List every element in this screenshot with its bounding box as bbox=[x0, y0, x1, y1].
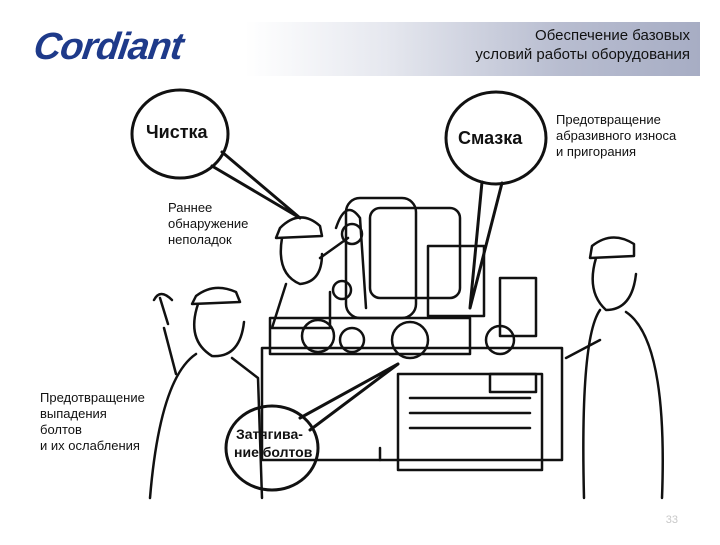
worker-cleaning bbox=[270, 216, 364, 330]
cartoon-drawing bbox=[130, 88, 664, 500]
label-early-detection: Раннее обнаружение неполадок bbox=[168, 200, 248, 248]
label-bolts-line-4: и их ослабления bbox=[40, 438, 140, 453]
label-bolts-line-1: Предотвращение bbox=[40, 390, 145, 405]
label-bolts-line-2: выпадения bbox=[40, 406, 107, 421]
lubrication-bubble-tail bbox=[468, 180, 504, 310]
label-abrasion-prevention: Предотвращение абразивного износа и приг… bbox=[556, 112, 676, 160]
tightening-bubble-text-line-1: Затягива- bbox=[236, 426, 303, 442]
label-bolt-prevention: Предотвращение выпадения болтов и их осл… bbox=[40, 390, 145, 454]
label-early-line-3: неполадок bbox=[168, 232, 232, 247]
label-abrasion-line-3: и пригорания bbox=[556, 144, 637, 159]
slide-title-line-2: условий работы оборудования bbox=[475, 46, 690, 63]
worker-with-wrench bbox=[148, 286, 264, 500]
label-early-line-2: обнаружение bbox=[168, 216, 249, 231]
slide-title: Обеспечение базовых условий работы обору… bbox=[475, 26, 690, 64]
header-gradient-band bbox=[0, 22, 700, 76]
cleaning-bubble bbox=[130, 88, 230, 180]
tightening-bubble-text-line-2: ние болтов bbox=[234, 444, 313, 460]
machine bbox=[260, 196, 564, 472]
tightening-bubble bbox=[224, 404, 320, 492]
tightening-bubble-tail bbox=[298, 362, 400, 432]
cleaning-bubble-text: Чистка bbox=[146, 122, 208, 142]
label-bolts-line-3: болтов bbox=[40, 422, 82, 437]
lubrication-bubble bbox=[444, 90, 548, 186]
page-number: 33 bbox=[665, 514, 678, 526]
label-abrasion-line-2: абразивного износа bbox=[556, 128, 677, 143]
maintenance-illustration: Чистка Смазка Затягива- ние болтов Ранне… bbox=[0, 78, 720, 540]
worker-right bbox=[564, 236, 664, 500]
slide-title-line-1: Обеспечение базовых bbox=[535, 27, 690, 44]
label-early-line-1: Раннее bbox=[168, 200, 213, 215]
lubrication-bubble-text: Смазка bbox=[458, 128, 523, 148]
slide-header: Cordiant Обеспечение базовых условий раб… bbox=[0, 0, 720, 78]
cordiant-logo: Cordiant bbox=[31, 26, 186, 68]
label-abrasion-line-1: Предотвращение bbox=[556, 112, 661, 127]
